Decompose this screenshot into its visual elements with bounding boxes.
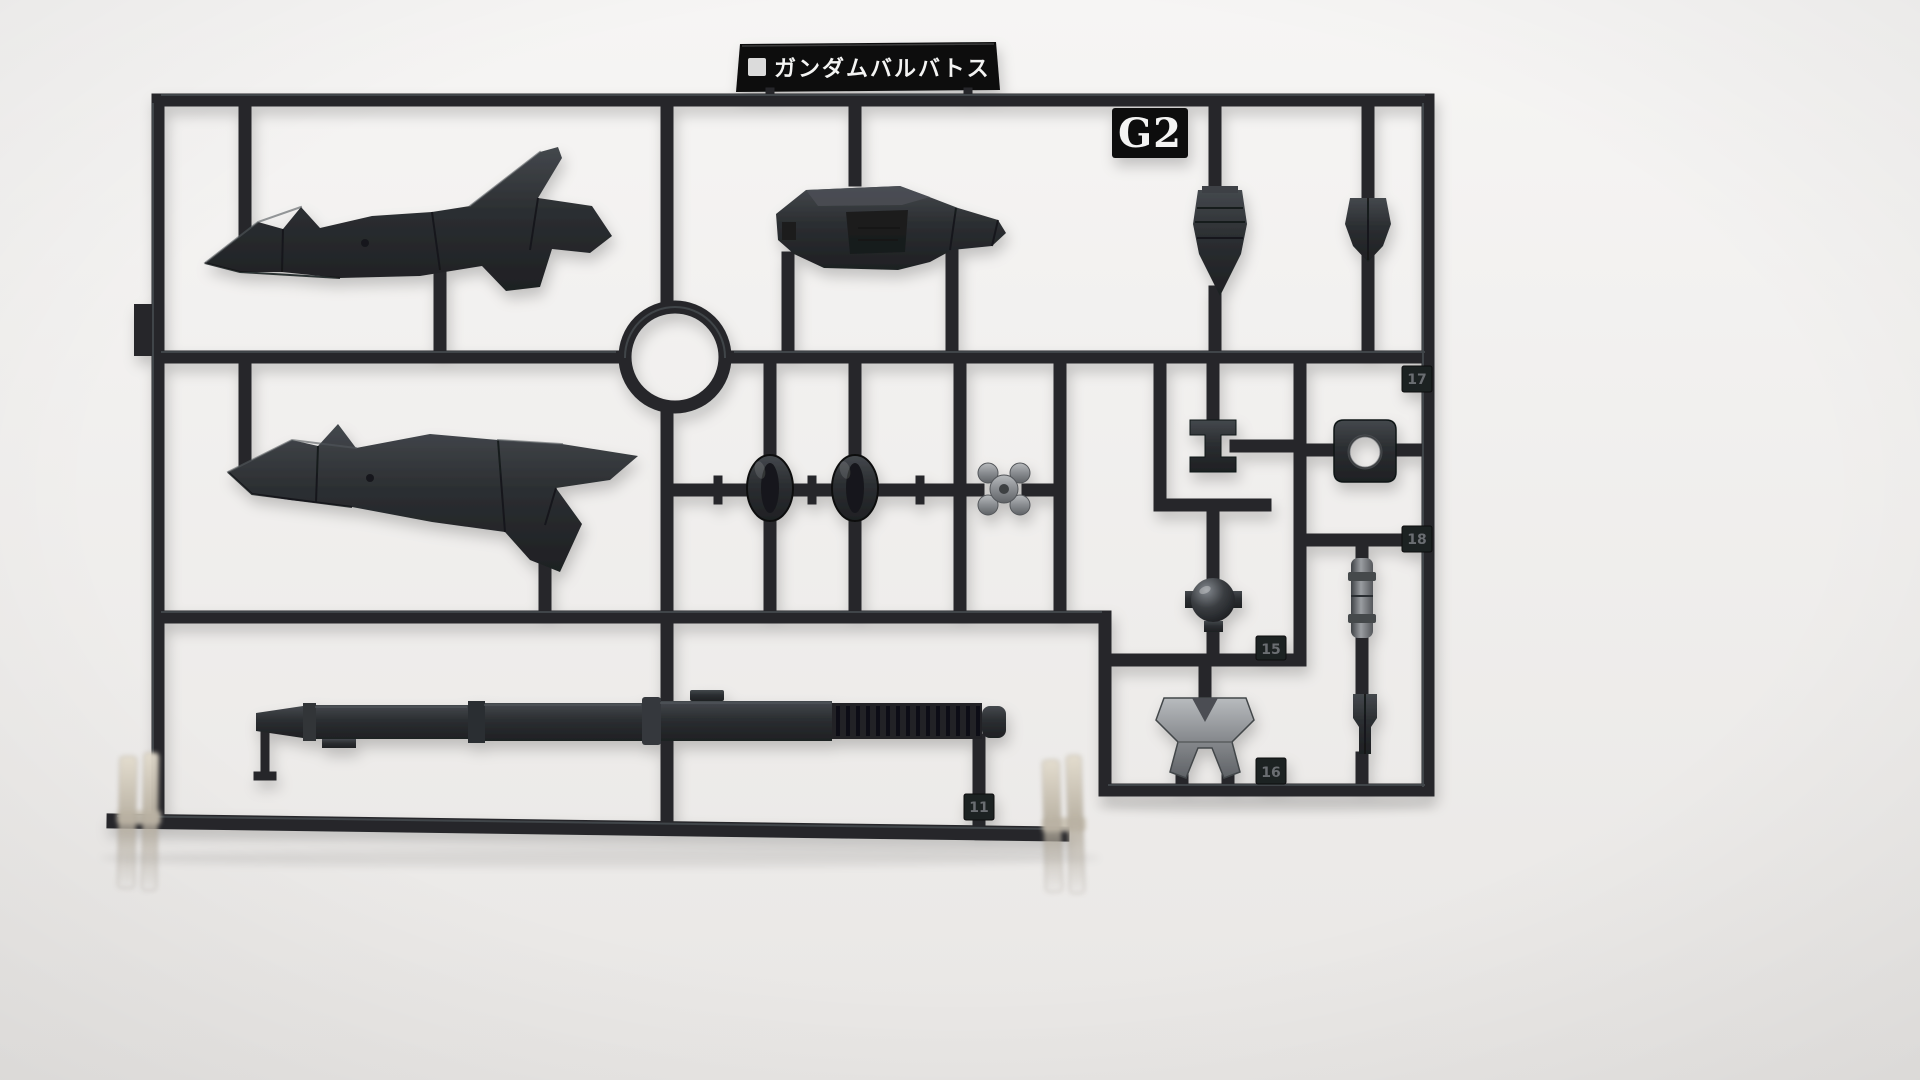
part-wing-binder-bottom xyxy=(226,424,638,572)
rifle-barrel-mid xyxy=(485,703,642,741)
clip-left-strip-front xyxy=(117,755,138,889)
part-roundel-left xyxy=(746,454,794,522)
cylinder-collar-top xyxy=(1348,572,1376,581)
wing-binder-bottom-silhouette xyxy=(228,424,638,572)
thruster-rim xyxy=(1202,186,1238,193)
chest-armor-center-recess xyxy=(846,210,908,254)
runner-frame xyxy=(151,93,1435,829)
part-cylinder xyxy=(1348,558,1376,638)
part-number-tags: 11 15 16 17 18 xyxy=(963,365,1433,821)
part-bracket xyxy=(1189,419,1237,473)
part-small-block xyxy=(1353,694,1377,754)
roundel-left-slit xyxy=(761,463,779,513)
part-tag-15-number: 15 xyxy=(1261,642,1280,658)
runner-tab-text: ガンダムバルバトス xyxy=(774,56,991,82)
runner-left-notch xyxy=(134,304,158,356)
part-tag-17-number: 17 xyxy=(1407,372,1426,388)
roundel-right-slit xyxy=(846,463,864,513)
thruster-ridges xyxy=(1195,207,1245,239)
wing-binder-bottom-edge-highlight xyxy=(226,438,564,474)
tab-logo-mark xyxy=(748,58,766,76)
rifle-under-fin xyxy=(322,739,356,748)
rifle-collar xyxy=(642,697,661,745)
wing-binder-bottom-panel-lines xyxy=(227,439,557,533)
roundel-left-specular xyxy=(754,461,766,479)
part-wing-binder-top xyxy=(203,147,612,291)
ball-joint-sphere xyxy=(1191,578,1235,622)
wing-binder-top-silhouette xyxy=(205,147,612,291)
cross-joint-lobe xyxy=(977,462,999,484)
wing-binder-top-pin xyxy=(361,239,369,247)
clip-left-strip-back xyxy=(141,751,160,892)
shadow-bottom-bar xyxy=(100,849,1100,867)
part-tag-11 xyxy=(963,793,995,821)
gate-code-label: G2 xyxy=(1118,110,1182,157)
metal-clip-left xyxy=(116,751,161,892)
rifle-top-highlight xyxy=(315,702,831,708)
chest-armor-detail-lines xyxy=(858,207,999,251)
clip-right-strip-back xyxy=(1065,754,1086,894)
molding-ring-highlight xyxy=(623,306,727,359)
runner-bottom-rail xyxy=(106,813,1070,842)
part-claw xyxy=(1155,697,1255,779)
part-tag-16 xyxy=(1255,757,1287,785)
gate-code-background xyxy=(1112,108,1188,158)
claw-notch xyxy=(1192,698,1218,722)
cross-joint-lobe xyxy=(1009,494,1031,516)
runner-sprue: ガンダムバルバトス G2 xyxy=(106,42,1435,842)
ball-joint-specular xyxy=(1199,585,1211,595)
runner-id-tab: ガンダムバルバトス xyxy=(736,42,1000,92)
part-tag-11-number: 11 xyxy=(969,800,988,816)
cylinder-body xyxy=(1351,558,1373,638)
gate-code-plate: G2 xyxy=(1112,108,1188,158)
ball-joint-right-nub xyxy=(1233,591,1242,608)
part-cross-joint xyxy=(977,462,1031,516)
rifle-end-cap xyxy=(982,706,1006,738)
tab-edge-highlight xyxy=(741,43,995,47)
cross-joint-hole xyxy=(999,484,1009,494)
runner-id-tab-plate xyxy=(736,42,1000,92)
part-small-vane xyxy=(1345,198,1391,262)
runner-highlights xyxy=(116,94,1425,831)
shadow-right-section xyxy=(1096,799,1436,813)
part-tag-15 xyxy=(1255,635,1287,661)
cylinder-collar-bottom xyxy=(1348,614,1376,623)
rifle-joint xyxy=(468,701,485,743)
wing-binder-top-panel-lines xyxy=(204,197,539,279)
wing-binder-top-edge-highlight xyxy=(203,150,542,265)
rifle-muzzle-ring xyxy=(303,703,316,741)
ball-joint-base xyxy=(1204,621,1223,632)
rifle-receiver xyxy=(661,701,832,741)
rifle-muzzle xyxy=(256,706,303,738)
part-tag-18 xyxy=(1401,525,1433,553)
cross-joint-lobe xyxy=(977,494,999,516)
rifle-grip-ribs xyxy=(836,706,980,736)
clip-right-strip-front xyxy=(1041,759,1064,893)
part-tag-17 xyxy=(1401,365,1433,393)
cast-shadows xyxy=(100,799,1436,867)
runner-gate-nubs xyxy=(253,87,973,781)
cross-joint-lobe xyxy=(1009,462,1031,484)
part-ball-joint xyxy=(1185,578,1242,632)
rifle-sight xyxy=(690,690,724,701)
part-tag-18-number: 18 xyxy=(1407,532,1426,548)
thruster-silhouette xyxy=(1193,190,1247,296)
wing-binder-bottom-pin xyxy=(366,474,374,482)
chest-armor-side-slot xyxy=(782,222,796,240)
chest-armor-top-facet xyxy=(806,186,930,206)
ball-joint-left-nub xyxy=(1185,591,1194,608)
part-roundel-right xyxy=(831,454,879,522)
part-square-frame xyxy=(1333,419,1397,483)
part-tag-16-number: 16 xyxy=(1261,765,1280,781)
metal-clip-right xyxy=(1041,754,1087,894)
part-thruster xyxy=(1193,186,1247,296)
roundel-right-specular xyxy=(839,461,851,479)
part-chest-armor xyxy=(776,186,1006,270)
square-frame-hole-rim xyxy=(1347,434,1383,470)
rifle-barrel-front xyxy=(316,705,468,739)
part-long-rifle xyxy=(256,690,1006,748)
